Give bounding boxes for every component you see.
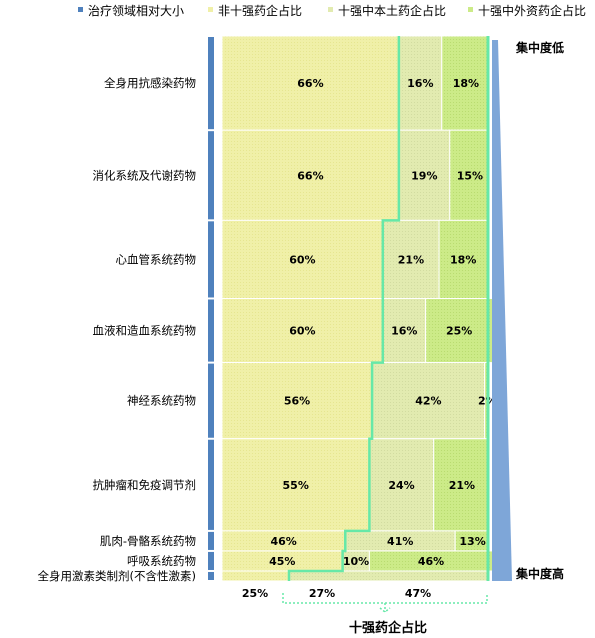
x-tick-label: 27%: [309, 587, 335, 600]
data-label: 45%: [269, 555, 295, 568]
category-label: 全身用激素类制剂(不含性激素): [38, 569, 196, 583]
bar-segment: [398, 35, 443, 131]
legend-marker: [208, 7, 213, 12]
data-label: 55%: [283, 479, 309, 492]
category-label: 全身用抗感染药物: [104, 76, 196, 90]
x-tick-label: 47%: [405, 587, 431, 600]
category-label: 消化系统及代谢药物: [93, 168, 197, 182]
concentration-high-label: 集中度高: [515, 566, 564, 581]
x-tick-label: 25%: [242, 587, 268, 600]
bar-segment: [221, 297, 384, 364]
legend-label: 十强中外资药企占比: [478, 3, 586, 18]
data-label: 46%: [270, 535, 296, 548]
bar-segment: [371, 362, 486, 440]
bar-segment: [221, 570, 290, 582]
concentration-wedge: [492, 40, 512, 581]
concentration-step-line: [287, 36, 401, 581]
category-label: 抗肿瘤和免疫调节剂: [93, 478, 197, 492]
legend-marker: [328, 7, 333, 12]
size-strip-segment: [208, 363, 214, 438]
category-label: 血液和造血系统药物: [93, 324, 197, 338]
bar-segment: [288, 570, 491, 582]
data-label: 15%: [457, 169, 483, 182]
data-label: 19%: [411, 169, 437, 182]
data-label: 24%: [388, 479, 414, 492]
size-strip-segment: [208, 131, 214, 220]
data-label: 21%: [449, 479, 475, 492]
concentration-low-label: 集中度低: [515, 40, 564, 55]
size-strip-segment: [208, 531, 214, 550]
category-label: 心血管系统药物: [116, 252, 197, 266]
size-strip-segment: [208, 439, 214, 530]
x-axis-title: 十强药企占比: [349, 620, 427, 636]
bar-segment: [449, 129, 491, 221]
data-label: 60%: [289, 325, 315, 338]
legend-label: 非十强药企占比: [218, 3, 302, 18]
data-label: 18%: [453, 77, 479, 90]
data-label: 56%: [284, 395, 310, 408]
data-label: 16%: [407, 77, 433, 90]
axis-bracket-arrow: [379, 603, 391, 613]
data-label: 41%: [387, 535, 413, 548]
bar-segment: [221, 362, 373, 440]
data-label: 25%: [446, 325, 472, 338]
category-label: 肌肉-骨骼系统药物: [100, 534, 196, 548]
data-label: 18%: [450, 253, 476, 266]
data-label: 16%: [391, 325, 417, 338]
bar-segment: [221, 35, 400, 131]
bar-segment: [425, 297, 494, 364]
category-label: 神经系统药物: [127, 394, 196, 408]
data-label: 46%: [418, 555, 444, 568]
size-strip-segment: [208, 37, 214, 130]
legend-marker: [468, 7, 473, 12]
size-strip-segment: [208, 299, 214, 362]
data-label: 21%: [398, 253, 424, 266]
data-label: 13%: [459, 535, 485, 548]
legend-label: 治疗领域相对大小: [88, 4, 184, 18]
bar-segment: [221, 129, 400, 221]
data-label: 66%: [297, 169, 323, 182]
data-label: 66%: [297, 77, 323, 90]
data-label: 10%: [343, 555, 369, 568]
size-strip-segment: [208, 551, 214, 570]
category-label: 呼吸系统药物: [127, 554, 196, 568]
data-label: 60%: [289, 253, 315, 266]
legend-marker: [78, 7, 83, 12]
data-label: 42%: [415, 395, 441, 408]
size-strip-segment: [208, 571, 214, 580]
legend-label: 十强中本土药企占比: [338, 3, 446, 18]
size-strip-segment: [208, 221, 214, 298]
bar-segment: [441, 35, 491, 131]
